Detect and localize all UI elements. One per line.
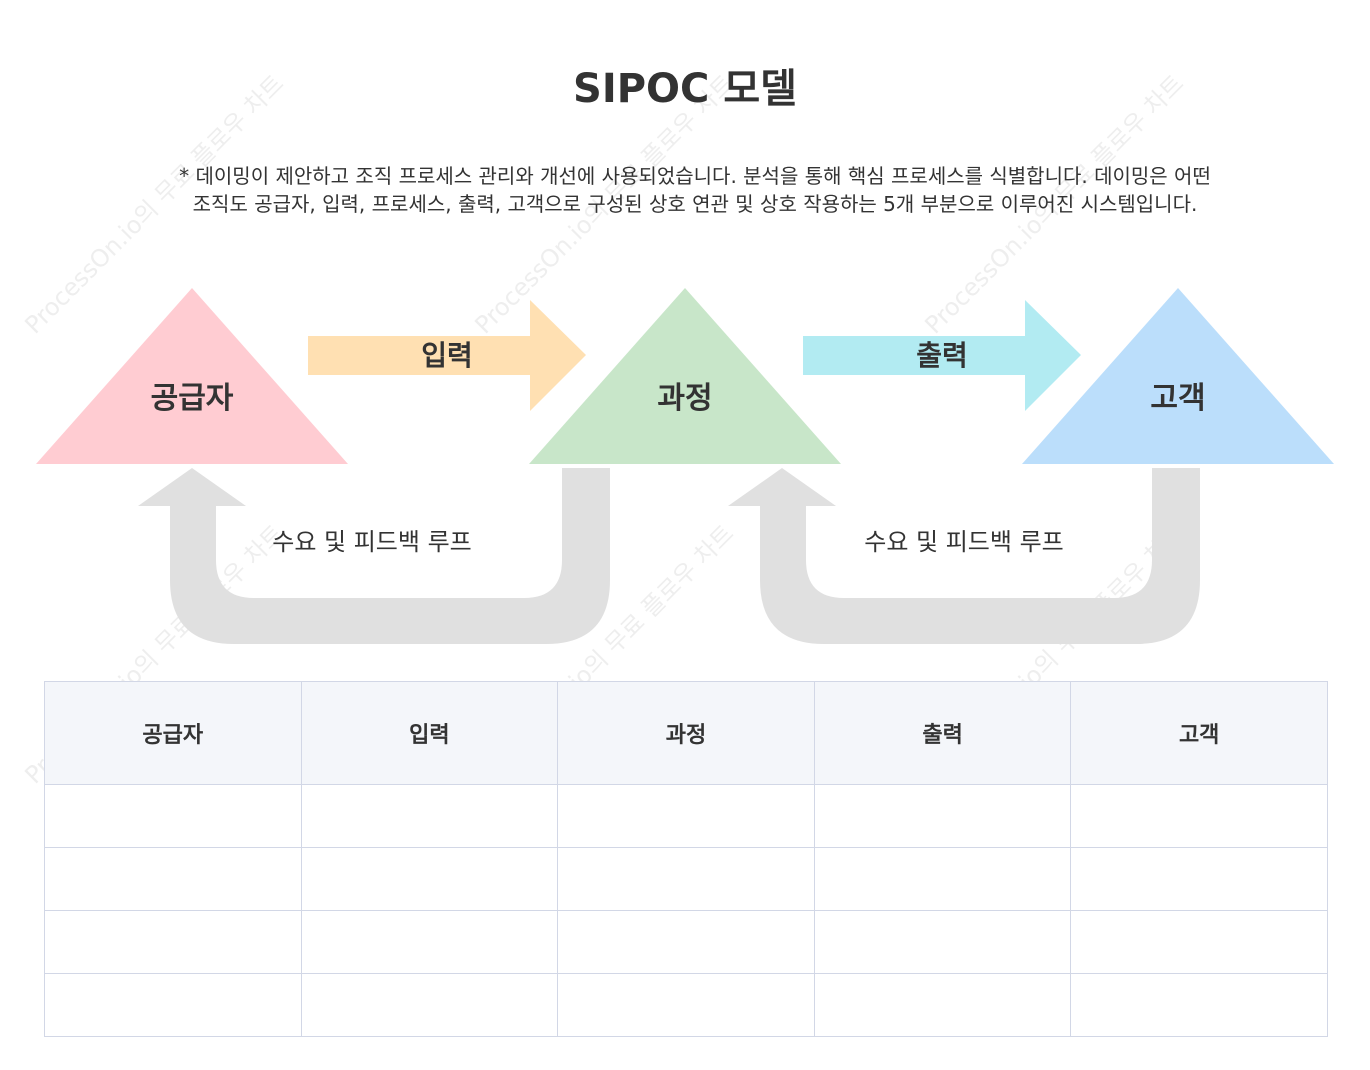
header-output: 출력 [813,681,1072,785]
table-cell[interactable] [813,910,1072,974]
table-cell[interactable] [300,973,559,1037]
table-cell[interactable] [557,784,815,848]
table-cell[interactable] [44,847,302,911]
feedback-loop-1: 수요 및 피드백 루프 [138,468,610,644]
table-cell[interactable] [44,784,302,848]
header-supplier: 공급자 [44,681,302,785]
sipoc-diagram: 수요 및 피드백 루프 수요 및 피드백 루프 입력 출력 공급자 과정 고객 [36,288,1334,644]
table-cell[interactable] [813,973,1072,1037]
header-customer: 고객 [1070,681,1328,785]
header-process: 과정 [557,681,815,785]
table-row [44,847,1328,911]
table-cell[interactable] [1070,784,1328,848]
output-arrow-label: 출력 [916,339,968,372]
feedback-loop-2-label: 수요 및 피드백 루프 [864,528,1064,556]
output-arrow: 출력 [803,300,1081,411]
description: * 데이밍이 제안하고 조직 프로세스 관리와 개선에 사용되었습니다. 분석을… [60,162,1330,218]
table-header-row: 공급자 입력 과정 출력 고객 [44,681,1328,785]
description-line-2: 조직도 공급자, 입력, 프로세스, 출력, 고객으로 구성된 상호 연관 및 … [192,192,1198,216]
table-cell[interactable] [813,847,1072,911]
supplier-triangle-shape [36,288,348,464]
table-cell[interactable] [557,910,815,974]
input-arrow-label: 입력 [421,339,473,372]
feedback-loop-1-label: 수요 및 피드백 루프 [272,528,472,556]
table-cell[interactable] [1070,847,1328,911]
header-input: 입력 [300,681,559,785]
table-body [44,784,1328,1037]
table-cell[interactable] [44,973,302,1037]
supplier-triangle: 공급자 [36,288,348,464]
customer-triangle-shape [1022,288,1334,464]
table-cell[interactable] [557,847,815,911]
process-triangle: 과정 [529,288,841,464]
table-cell[interactable] [1070,973,1328,1037]
supplier-label: 공급자 [151,381,234,416]
table-row [44,910,1328,974]
customer-label: 고객 [1150,381,1205,416]
input-arrow-shape [308,300,586,411]
page-title: SIPOC 모델 [573,66,797,112]
table-cell[interactable] [1070,910,1328,974]
table-cell[interactable] [300,910,559,974]
sipoc-table: 공급자 입력 과정 출력 고객 [44,681,1328,1037]
table-cell[interactable] [813,784,1072,848]
table-cell[interactable] [300,847,559,911]
table-cell[interactable] [44,910,302,974]
process-triangle-shape [529,288,841,464]
table-cell[interactable] [300,784,559,848]
input-arrow: 입력 [308,300,586,411]
feedback-loop-2-arrow [728,468,1200,644]
table-cell[interactable] [557,973,815,1037]
table-row [44,973,1328,1037]
feedback-loop-2: 수요 및 피드백 루프 [728,468,1200,644]
process-label: 과정 [657,381,712,416]
table-row [44,784,1328,848]
output-arrow-shape [803,300,1081,411]
customer-triangle: 고객 [1022,288,1334,464]
feedback-loop-1-arrow [138,468,610,644]
description-line-1: * 데이밍이 제안하고 조직 프로세스 관리와 개선에 사용되었습니다. 분석을… [179,164,1211,188]
